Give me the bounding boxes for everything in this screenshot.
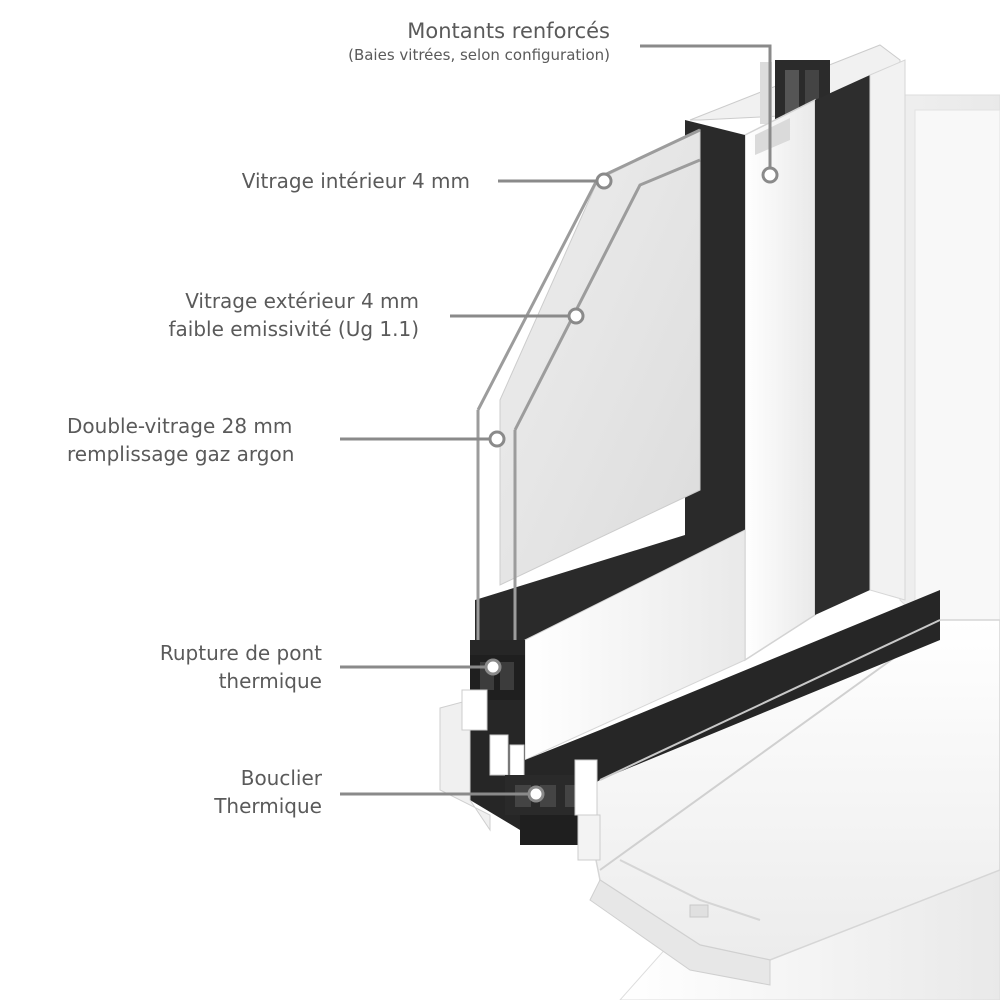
- label-vitrage-interieur: Vitrage intérieur 4 mm: [242, 167, 470, 195]
- label-vitrage-interieur-line1: Vitrage intérieur 4 mm: [241, 169, 470, 193]
- label-bouclier-line1: Bouclier: [240, 766, 322, 790]
- glass-pane: [499, 129, 701, 586]
- label-rupture-line2: thermique: [218, 669, 322, 693]
- leader-lines: [340, 44, 779, 803]
- white-frame-right: [869, 59, 906, 601]
- label-bouclier-line2: Thermique: [214, 794, 322, 818]
- label-bouclier: Bouclier Thermique: [214, 764, 322, 820]
- reinforced-mullion: [744, 98, 816, 662]
- label-double-vitrage-line2: remplissage gaz argon: [67, 442, 295, 466]
- sill-front: [589, 879, 771, 986]
- anchor-vitrage-interieur: [595, 172, 613, 190]
- label-double-vitrage-line1: Double-vitrage 28 mm: [67, 414, 293, 438]
- leader-montants: [640, 44, 772, 175]
- label-montants-title: Montants renforcés: [407, 19, 610, 43]
- label-rupture: Rupture de pont thermique: [160, 639, 322, 695]
- label-vitrage-exterieur: Vitrage extérieur 4 mm faible emissivité…: [168, 287, 419, 343]
- anchor-vitrage-exterieur: [567, 307, 585, 325]
- label-rupture-line1: Rupture de pont: [159, 641, 322, 665]
- anchor-double-vitrage: [488, 430, 506, 448]
- frame-inner-face: [914, 109, 1000, 621]
- window-illustration: [439, 44, 1000, 1000]
- label-double-vitrage: Double-vitrage 28 mm remplissage gaz arg…: [67, 412, 294, 468]
- label-vitrage-exterieur-line2: faible emissivité (Ug 1.1): [168, 317, 419, 341]
- label-montants-subtitle: (Baies vitrées, selon configuration): [348, 46, 610, 64]
- label-vitrage-exterieur-line1: Vitrage extérieur 4 mm: [185, 289, 419, 313]
- anchor-rupture: [484, 658, 502, 676]
- label-montants: Montants renforcés (Baies vitrées, selon…: [348, 17, 610, 65]
- anchor-bouclier: [527, 785, 545, 803]
- anchor-montants: [761, 166, 779, 184]
- dark-channel-right: [815, 75, 870, 615]
